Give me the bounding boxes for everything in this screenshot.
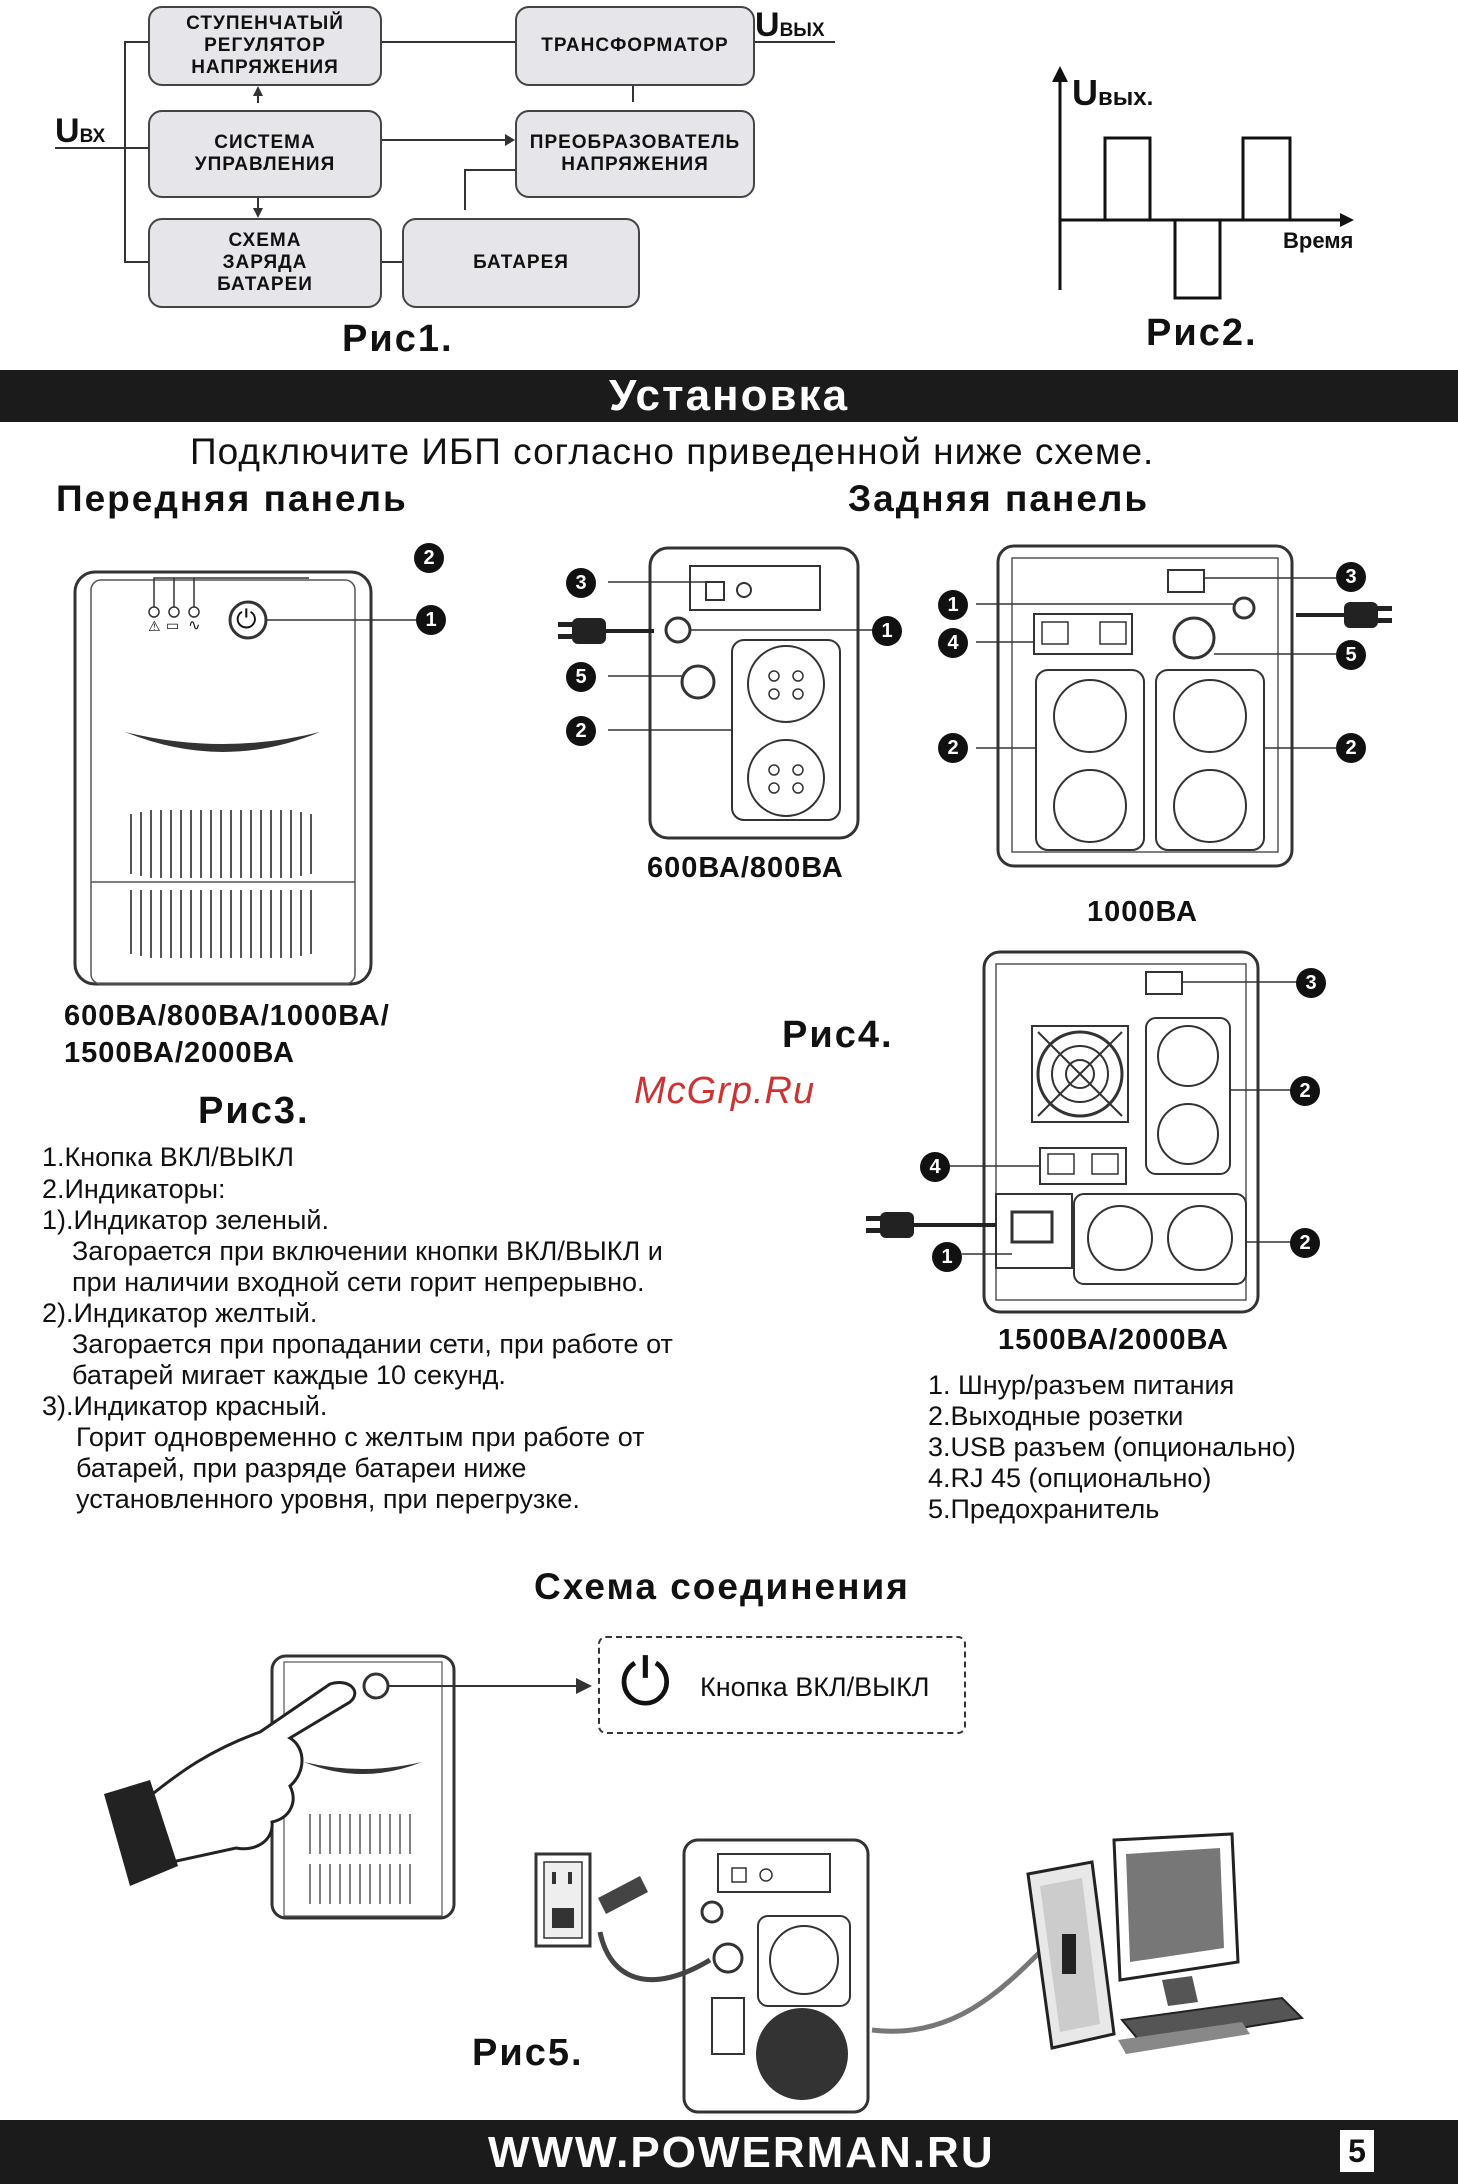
rear-list-3: 4.RJ 45 (опционально) xyxy=(928,1463,1212,1493)
fig4-small-callout-5: 5 xyxy=(566,662,596,692)
fig3-callout-2: 2 xyxy=(414,543,444,573)
fig4-caption: Рис4. xyxy=(782,1014,894,1056)
plug-icon-1500 xyxy=(866,1212,996,1238)
fig1-connector-lines xyxy=(55,41,835,263)
front-list-7: батарей мигает каждые 10 секунд. xyxy=(72,1360,506,1390)
front-list-2: 1).Индикатор зеленый. xyxy=(42,1205,329,1235)
u-out-letter: U xyxy=(755,6,780,44)
rear-panel-heading: Задняя панель xyxy=(848,478,1150,519)
front-list-9: Горит одновременно с желтым при работе о… xyxy=(76,1422,645,1452)
hand-icon xyxy=(104,1681,357,1886)
fig4-mid-callout-2-left: 2 xyxy=(938,733,968,763)
u-out-label: UВЫХ xyxy=(755,6,825,45)
block-control-system: СИСТЕМА УПРАВЛЕНИЯ xyxy=(148,110,382,198)
rear-list-0: 1. Шнур/разъем питания xyxy=(928,1370,1235,1400)
fig2-y-subscript: вых. xyxy=(1098,84,1154,111)
fig4-mid-callout-5: 5 xyxy=(1336,640,1366,670)
watermark: McGrp.Ru xyxy=(634,1070,816,1112)
fig3-models-line1: 600ВА/800ВА/1000ВА/ xyxy=(64,1000,390,1032)
fig4-small-callout-2: 2 xyxy=(566,716,596,746)
ups-front-drawing xyxy=(73,570,417,986)
front-list-6: Загорается при пропадании сети, при рабо… xyxy=(72,1329,673,1359)
front-list-5: 2).Индикатор желтый. xyxy=(42,1298,318,1328)
fig4-model-small: 600ВА/800ВА xyxy=(647,852,844,884)
power-cable xyxy=(597,1931,712,1983)
front-list-3: Загорается при включении кнопки ВКЛ/ВЫКЛ… xyxy=(72,1236,663,1266)
rear-1500-2000-drawing xyxy=(938,950,1304,1314)
front-list-0: 1.Кнопка ВКЛ/ВЫКЛ xyxy=(42,1142,295,1172)
data-cable xyxy=(871,1948,1044,2034)
fig4-model-mid: 1000ВА xyxy=(1087,896,1198,928)
computer-icon xyxy=(1026,1832,1305,2054)
rear-list-2: 3.USB разъем (опционально) xyxy=(928,1432,1296,1462)
fig4-mid-callout-2-right: 2 xyxy=(1336,733,1366,763)
install-section-bar: Установка xyxy=(0,370,1458,422)
block-charger: СХЕМА ЗАРЯДА БАТАРЕИ xyxy=(148,218,382,308)
u-out-subscript: ВЫХ xyxy=(779,20,825,41)
block-voltage-converter: ПРЕОБРАЗОВАТЕЛЬ НАПРЯЖЕНИЯ xyxy=(515,110,755,198)
fig4-mid-callout-3: 3 xyxy=(1336,562,1366,592)
rear-list-4: 5.Предохранитель xyxy=(928,1494,1160,1524)
install-subtitle: Подключите ИБП согласно приведенной ниже… xyxy=(190,431,1155,472)
rear-1000-drawing xyxy=(976,544,1336,868)
rear-list-1: 2.Выходные розетки xyxy=(928,1401,1184,1431)
fig4-small-callout-3: 3 xyxy=(566,568,596,598)
fig3-models-line2: 1500ВА/2000ВА xyxy=(64,1037,295,1069)
footer-url: WWW.POWERMAN.RU xyxy=(488,2128,995,2177)
fig5-caption: Рис5. xyxy=(472,2032,584,2074)
wall-outlet-icon xyxy=(534,1852,648,1948)
fig4-small-callout-1: 1 xyxy=(872,616,902,646)
warning-icon: ⚠ xyxy=(148,618,161,634)
fig2-y-label: Uвых. xyxy=(1072,72,1153,114)
fig4-big-callout-2-top: 2 xyxy=(1290,1076,1320,1106)
block-voltage-regulator: СТУПЕНЧАТЫЙ РЕГУЛЯТОР НАПРЯЖЕНИЯ xyxy=(148,6,382,86)
u-in-label: UВХ xyxy=(55,112,105,151)
fig2-x-label: Время xyxy=(1283,228,1354,253)
fig3-caption: Рис3. xyxy=(198,1090,310,1132)
plug-icon xyxy=(558,618,654,644)
page-number: 5 xyxy=(1340,2130,1374,2172)
u-in-letter: U xyxy=(55,112,80,150)
power-button-label: Кнопка ВКЛ/ВЫКЛ xyxy=(700,1672,930,1702)
fig4-big-callout-3: 3 xyxy=(1296,968,1326,998)
fig4-mid-callout-1: 1 xyxy=(938,590,968,620)
fig2-waveform xyxy=(1052,66,1354,300)
power-button-callout xyxy=(598,1636,966,1734)
block-transformer: ТРАНСФОРМАТОР xyxy=(515,6,755,86)
fig4-big-callout-1: 1 xyxy=(932,1242,962,1272)
battery-icon: ▭ xyxy=(166,617,180,633)
front-list-10: батарей, при разряде батареи ниже xyxy=(76,1453,527,1483)
fig4-big-callout-4: 4 xyxy=(920,1152,950,1182)
footer-bar xyxy=(0,2120,1458,2184)
fig2-y-letter: U xyxy=(1072,72,1098,113)
block-battery: БАТАРЕЯ xyxy=(402,218,640,308)
power-icon-large: ⏻ xyxy=(620,1646,671,1718)
front-panel-heading: Передняя панель xyxy=(56,478,408,519)
plug-icon-1000 xyxy=(1296,602,1392,628)
fig4-mid-callout-4: 4 xyxy=(938,628,968,658)
install-title: Установка xyxy=(608,371,850,420)
power-icon: ⏻ xyxy=(236,604,257,634)
rear-600-800-drawing xyxy=(608,546,882,840)
fig4-model-big: 1500ВА/2000ВА xyxy=(998,1324,1229,1356)
connection-title: Схема соединения xyxy=(534,1566,910,1607)
u-in-subscript: ВХ xyxy=(79,126,106,147)
front-list-11: установленного уровня, при перегрузке. xyxy=(76,1484,580,1514)
front-list-1: 2.Индикаторы: xyxy=(42,1174,226,1204)
fig4-big-callout-2-bottom: 2 xyxy=(1290,1228,1320,1258)
front-list-8: 3).Индикатор красный. xyxy=(42,1391,328,1421)
fig3-callout-1: 1 xyxy=(416,605,446,635)
ac-wave-icon: ∿ xyxy=(188,617,201,634)
front-list-4: при наличии входной сети горит непрерывн… xyxy=(72,1267,645,1297)
fig1-caption: Рис1. xyxy=(342,318,454,360)
ups-rear-connection-drawing xyxy=(682,1838,870,2114)
fig2-caption: Рис2. xyxy=(1146,312,1258,354)
